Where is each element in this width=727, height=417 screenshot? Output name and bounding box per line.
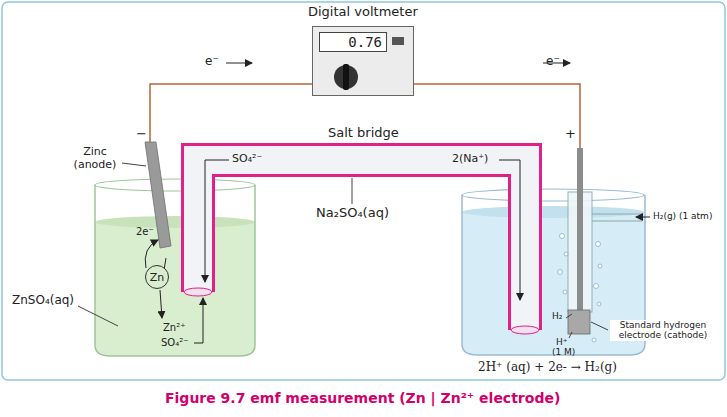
ion-label: Zn²⁺ <box>163 322 185 334</box>
reaction-equation: 2H⁺ (aq) + 2e- → H₂(g) <box>478 361 617 375</box>
ion-label: 2(Na⁺) <box>452 153 488 166</box>
ion-label: SO₄²⁻ <box>161 337 189 349</box>
part-name: Salt bridge <box>328 126 399 141</box>
voltmeter-box: Digital voltmeter0.76 <box>312 26 414 96</box>
atom-symbol: Zn <box>150 271 165 284</box>
polarity-sign: + <box>565 127 576 142</box>
gas-label: H₂ <box>552 311 562 321</box>
electron-label: e⁻ <box>546 55 560 69</box>
ion-label: H⁺ <box>556 337 568 347</box>
electron-label: 2e⁻ <box>136 226 154 238</box>
electrode-label: Zinc (anode) <box>68 146 122 171</box>
gas-label: H₂(g) (1 atm) <box>653 211 712 221</box>
solution-label: Na₂SO₄(aq) <box>316 206 389 221</box>
solution-label: ZnSO₄(aq) <box>12 294 74 308</box>
polarity-sign: − <box>136 127 147 142</box>
ion-label: SO₄²⁻ <box>232 153 262 166</box>
concentration-label: (1 M) <box>552 347 575 357</box>
electron-label: e⁻ <box>205 55 219 69</box>
voltmeter-display: 0.76 <box>319 32 387 52</box>
instrument-name: Digital voltmeter <box>308 5 418 20</box>
figure-caption: Figure 9.7 emf measurement (Zn | Zn²⁺ el… <box>165 390 560 406</box>
zinc-atom-circle: Zn <box>145 265 169 289</box>
electrode-label: Standard hydrogen electrode (cathode) <box>610 320 716 341</box>
